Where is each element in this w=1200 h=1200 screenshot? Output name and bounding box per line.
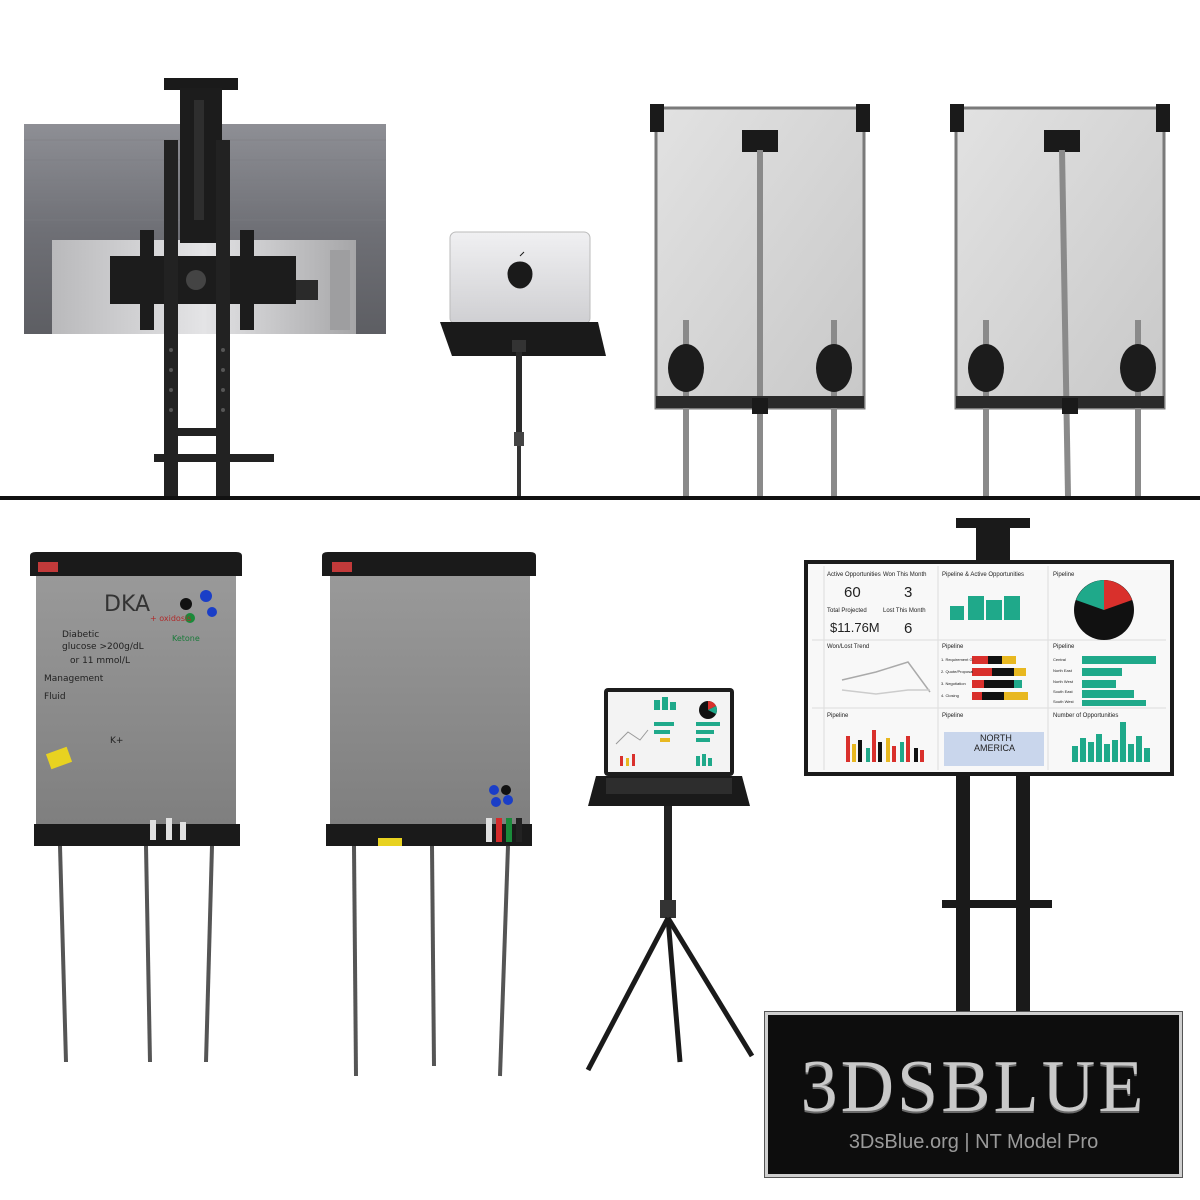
map-label-america: AMERICA (974, 743, 1016, 753)
region-label-2: North East (1053, 668, 1072, 673)
laptop-podium-rear-view (440, 231, 606, 496)
stage-label-2: 2. Quote/Proposal (941, 669, 974, 674)
flipchart-title-dka: DKA (104, 592, 151, 617)
region-label-1: Central (1053, 657, 1066, 662)
panel-title-pipeline-1: Pipeline (1053, 572, 1075, 578)
kpi-label-active-opportunities: Active Opportunities (827, 572, 881, 578)
flipchart-rear-view-1 (650, 104, 870, 496)
region-label-3: North West (1053, 679, 1073, 684)
tv-stand-rear-view (24, 78, 386, 496)
flipchart-note-oxidosis: + oxidosis (150, 614, 192, 623)
flipchart-note-mmol: or 11 mmol/L (70, 656, 130, 666)
flipchart-note-management: Management (44, 674, 104, 684)
panel-title-number-opportunities: Number of Opportunities (1053, 713, 1119, 719)
stage-label-3: 3. Negotiation (941, 681, 966, 686)
panel-title-pipeline-2: Pipeline (942, 644, 964, 650)
map-label-north: NORTH (980, 733, 1012, 743)
row-divider-line (0, 496, 1200, 500)
stage-label-4: 4. Closing (941, 693, 959, 698)
flipchart-note-diabetic: Diabetic (62, 630, 100, 640)
tv-dashboard-charts (812, 566, 1166, 770)
watermark-title: 3DSBLUE (800, 1046, 1147, 1128)
region-label-5: South West (1053, 699, 1074, 704)
kpi-label-total-projected: Total Projected (827, 608, 867, 614)
flipchart-note-glucose: glucose >200g/dL (62, 642, 144, 652)
watermark-box: 3DSBLUE 3DsBlue.org | NT Model Pro (764, 1011, 1183, 1178)
flipchart-note-potassium: K+ (110, 736, 124, 746)
kpi-value-total-projected: $11.76M (830, 620, 880, 635)
stage-label-1: 1. Requirement G. (941, 657, 974, 662)
flipchart-note-fluid: Fluid (44, 692, 66, 702)
panel-title-pipeline-active: Pipeline & Active Opportunities (942, 572, 1025, 578)
watermark-subtitle: 3DsBlue.org | NT Model Pro (848, 1131, 1099, 1153)
panel-title-won-lost: Won/Lost Trend (827, 644, 870, 650)
flipchart-front-with-notes (30, 552, 242, 1063)
panel-title-pipeline-4: Pipeline (827, 713, 849, 719)
panel-title-pipeline-3: Pipeline (1053, 644, 1075, 650)
flipchart-front-blank (322, 552, 536, 1077)
kpi-value-won-this-month: 3 (904, 584, 913, 601)
flipchart-rear-view-2 (950, 104, 1170, 497)
flipchart-note-ketone: Ketone (172, 634, 200, 643)
kpi-label-won-this-month: Won This Month (883, 572, 927, 578)
laptop-tripod-front (585, 688, 755, 1072)
kpi-label-lost-this-month: Lost This Month (883, 608, 926, 614)
kpi-value-lost-this-month: 6 (904, 620, 913, 637)
region-label-4: South East (1053, 689, 1073, 694)
panel-title-pipeline-5: Pipeline (942, 713, 964, 719)
kpi-value-active-opportunities: 60 (844, 584, 861, 601)
